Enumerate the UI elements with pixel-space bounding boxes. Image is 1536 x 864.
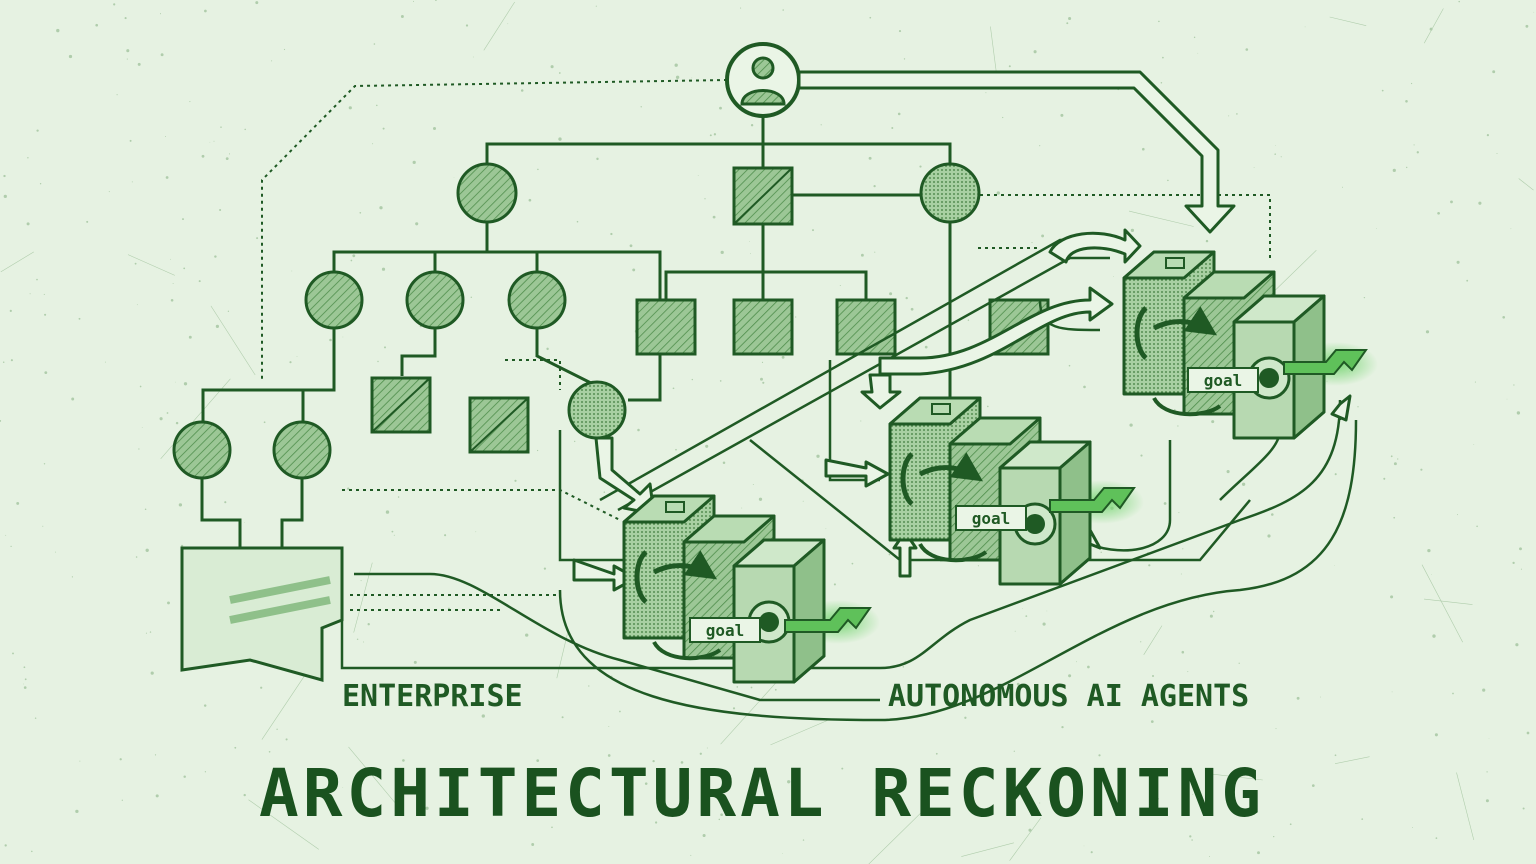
agent-unit-2: goal <box>890 398 1144 584</box>
goal-label: goal <box>1187 367 1259 393</box>
enterprise-org-chart <box>172 42 1050 682</box>
org-node <box>405 270 465 330</box>
org-node <box>732 298 794 356</box>
svg-text:goal: goal <box>972 509 1011 528</box>
output-arrow <box>1283 349 1368 375</box>
org-node <box>835 298 897 356</box>
org-node <box>567 380 627 440</box>
person-icon <box>740 56 786 106</box>
goal-label: goal <box>955 505 1027 531</box>
person-node <box>725 42 801 118</box>
flow-arrows <box>572 70 1352 592</box>
output-arrow <box>784 607 872 633</box>
enterprise-label: ENTERPRISE <box>342 679 523 714</box>
org-node <box>919 162 981 224</box>
org-node <box>635 298 697 356</box>
svg-text:goal: goal <box>1204 371 1243 390</box>
org-node <box>507 270 567 330</box>
svg-text:goal: goal <box>706 621 745 640</box>
agents-label: AUTONOMOUS AI AGENTS <box>888 679 1249 714</box>
goal-label: goal <box>689 617 761 643</box>
page-title: ARCHITECTURAL RECKONING <box>259 755 1265 832</box>
agent-unit-3: goal <box>1124 252 1378 438</box>
output-arrow <box>1049 487 1136 513</box>
org-node <box>172 420 232 480</box>
org-node <box>272 420 332 480</box>
org-node <box>304 270 364 330</box>
org-node <box>456 162 518 224</box>
agent-unit-1: goal <box>624 496 880 682</box>
